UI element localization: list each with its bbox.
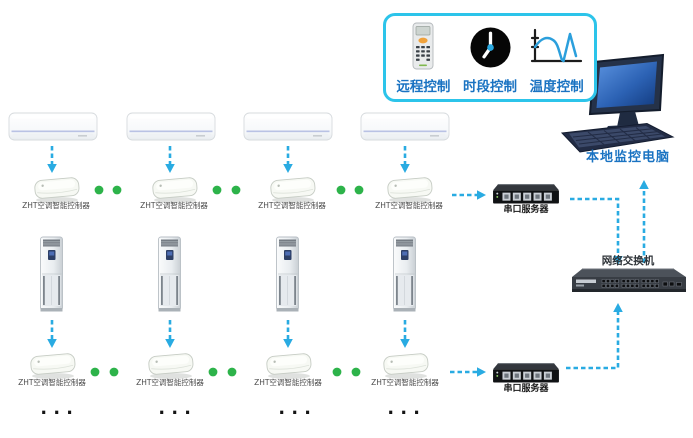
legend-item-time-control: 时段控制: [457, 21, 524, 95]
zht-controller-bottom-2: [145, 349, 197, 381]
zht-controller-top-3: [267, 173, 319, 205]
serial-server-top: [489, 179, 563, 211]
controller-label: ZHT空调智能控制器: [371, 378, 439, 387]
floor-ac-unit-2: [156, 235, 184, 315]
zht-controller-top-2: [149, 173, 201, 205]
controller-label: ZHT空调智能控制器: [258, 201, 326, 210]
more-rows-ellipsis: ...: [385, 397, 424, 419]
serial-server-bottom: [489, 358, 563, 390]
controller-label: ZHT空调智能控制器: [136, 378, 204, 387]
zht-controller-bottom-1: [27, 349, 79, 381]
wall-ac-unit-4: [360, 111, 450, 145]
more-rows-ellipsis: ...: [276, 397, 315, 419]
controller-label: ZHT空调智能控制器: [375, 201, 443, 210]
network-switch: [570, 266, 688, 297]
legend-label-temperature: 温度控制: [529, 79, 584, 95]
temperature-chart-icon: [528, 21, 585, 73]
legend-box: 远程控制 时段控制: [383, 13, 597, 102]
controller-label: ZHT空调智能控制器: [140, 201, 208, 210]
monitoring-computer: [560, 52, 688, 156]
legend-item-temperature-control: 温度控制: [523, 21, 590, 95]
controller-label: ZHT空调智能控制器: [18, 378, 86, 387]
wall-ac-unit-3: [243, 111, 333, 145]
keyboard: [560, 122, 675, 153]
floor-ac-unit-1: [38, 235, 66, 315]
wall-ac-unit-2: [126, 111, 216, 145]
floor-ac-unit-4: [391, 235, 419, 315]
more-units-dots: [90, 185, 364, 377]
zht-controller-bottom-3: [263, 349, 315, 381]
more-rows-ellipsis: ...: [38, 397, 77, 419]
network-switch-label: 网络交换机: [601, 255, 655, 267]
controller-label: ZHT空调智能控制器: [22, 201, 90, 210]
wall-ac-unit-1: [8, 111, 98, 145]
legend-label-time: 时段控制: [463, 79, 517, 95]
zht-controller-bottom-4: [380, 349, 432, 381]
serial-server-top-label: 串口服务器: [503, 205, 549, 215]
legend-item-remote-control: 远程控制: [390, 21, 457, 95]
zht-controller-top-4: [384, 173, 436, 205]
controller-label: ZHT空调智能控制器: [254, 378, 322, 387]
clock-icon: [469, 21, 512, 73]
remote-control-icon: [411, 21, 435, 73]
computer-label: 本地监控电脑: [585, 150, 670, 165]
legend-label-remote: 远程控制: [396, 79, 451, 95]
zht-controller-top-1: [31, 173, 83, 205]
floor-ac-unit-3: [274, 235, 302, 315]
serial-server-bottom-label: 串口服务器: [503, 384, 549, 394]
more-rows-ellipsis: ...: [156, 397, 195, 419]
